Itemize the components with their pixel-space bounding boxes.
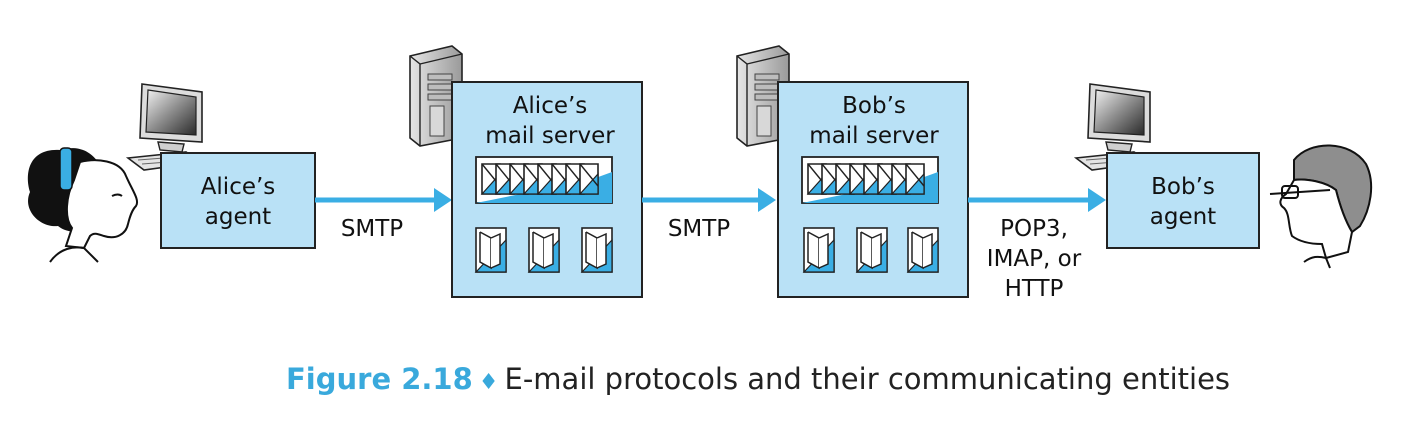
bob-server-label-2: mail server — [809, 123, 939, 149]
bob-agent-box: Bob’s agent — [1106, 152, 1260, 249]
alice-agent-label-2: agent — [205, 204, 271, 230]
figure-caption: Figure 2.18♦E-mail protocols and their c… — [286, 362, 1230, 396]
bob-server-label-1: Bob’s — [842, 93, 906, 119]
retrieval-label-3: HTTP — [1005, 276, 1064, 302]
alice-server-label-1: Alice’s — [513, 93, 588, 119]
alice-person-icon — [27, 147, 138, 263]
alice-mailbox-3-icon — [581, 227, 613, 273]
smtp-arrow-2: SMTP — [642, 188, 776, 242]
alice-server-label-2: mail server — [485, 123, 615, 149]
caption-separator: ♦ — [478, 370, 499, 395]
smtp-label-2: SMTP — [668, 216, 730, 242]
bob-message-queue — [801, 156, 939, 204]
bob-mailbox-1-icon — [803, 227, 835, 273]
figure-number: Figure 2.18 — [286, 362, 473, 396]
alice-mail-server-box: Alice’s mail server — [451, 81, 643, 298]
alice-mailbox-2-icon — [528, 227, 560, 273]
retrieval-label-2: IMAP, or — [987, 246, 1082, 272]
alice-agent-box: Alice’s agent — [160, 152, 316, 249]
bob-agent-label-1: Bob’s — [1151, 174, 1215, 200]
bob-person-icon — [1269, 144, 1373, 269]
bob-mail-server-box: Bob’s mail server — [777, 81, 969, 298]
bob-mailbox-3-icon — [907, 227, 939, 273]
alice-message-queue — [475, 156, 613, 204]
retrieval-arrow: POP3, IMAP, or HTTP — [968, 188, 1106, 302]
smtp-label-1: SMTP — [341, 216, 403, 242]
bob-agent-label-2: agent — [1150, 204, 1216, 230]
bob-mailbox-2-icon — [856, 227, 888, 273]
caption-text: E-mail protocols and their communicating… — [504, 362, 1231, 396]
alice-mailbox-1-icon — [475, 227, 507, 273]
smtp-arrow-1: SMTP — [315, 188, 452, 242]
alice-agent-label-1: Alice’s — [201, 174, 276, 200]
retrieval-label-1: POP3, — [1000, 216, 1068, 242]
